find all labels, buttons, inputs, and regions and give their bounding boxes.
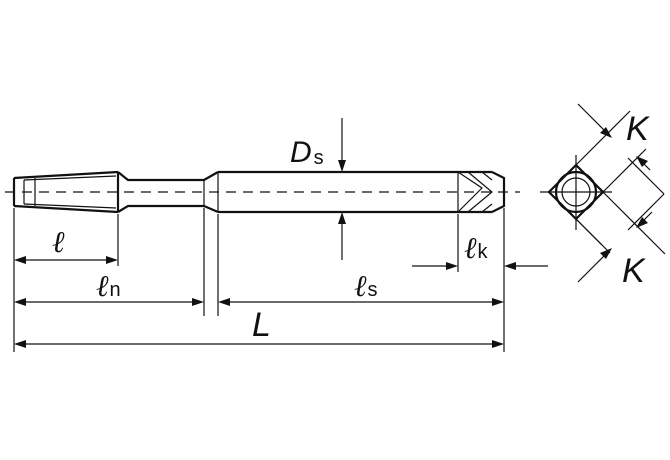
tool-side-view: [5, 170, 520, 214]
tool-end-view: K K: [540, 103, 666, 290]
thread-section: [12, 170, 120, 214]
thread-length-label: ℓ: [52, 225, 65, 260]
overall-length-dimension: L: [14, 306, 504, 348]
shank-section: [217, 170, 492, 214]
neck-length-dimension: ℓn: [14, 269, 204, 306]
extension-lines: [13, 208, 505, 352]
end-view-outer-circle: [554, 170, 598, 214]
end-view-inner-circle: [561, 177, 591, 207]
square-size-label-bottom: K: [622, 252, 646, 290]
neck-length-label: ℓn: [96, 269, 121, 304]
shank-length-dimension: ℓs: [218, 269, 504, 306]
shank-length-label: ℓs: [354, 269, 378, 304]
thread-length-dimension: ℓ: [14, 225, 118, 264]
square-length-dimension: ℓk: [412, 231, 548, 270]
square-length-label: ℓk: [464, 231, 489, 266]
neck-section: [117, 171, 219, 214]
overall-length-label: L: [252, 306, 271, 344]
square-size-label-top: K: [626, 110, 650, 148]
square-drive-end: [457, 171, 506, 213]
